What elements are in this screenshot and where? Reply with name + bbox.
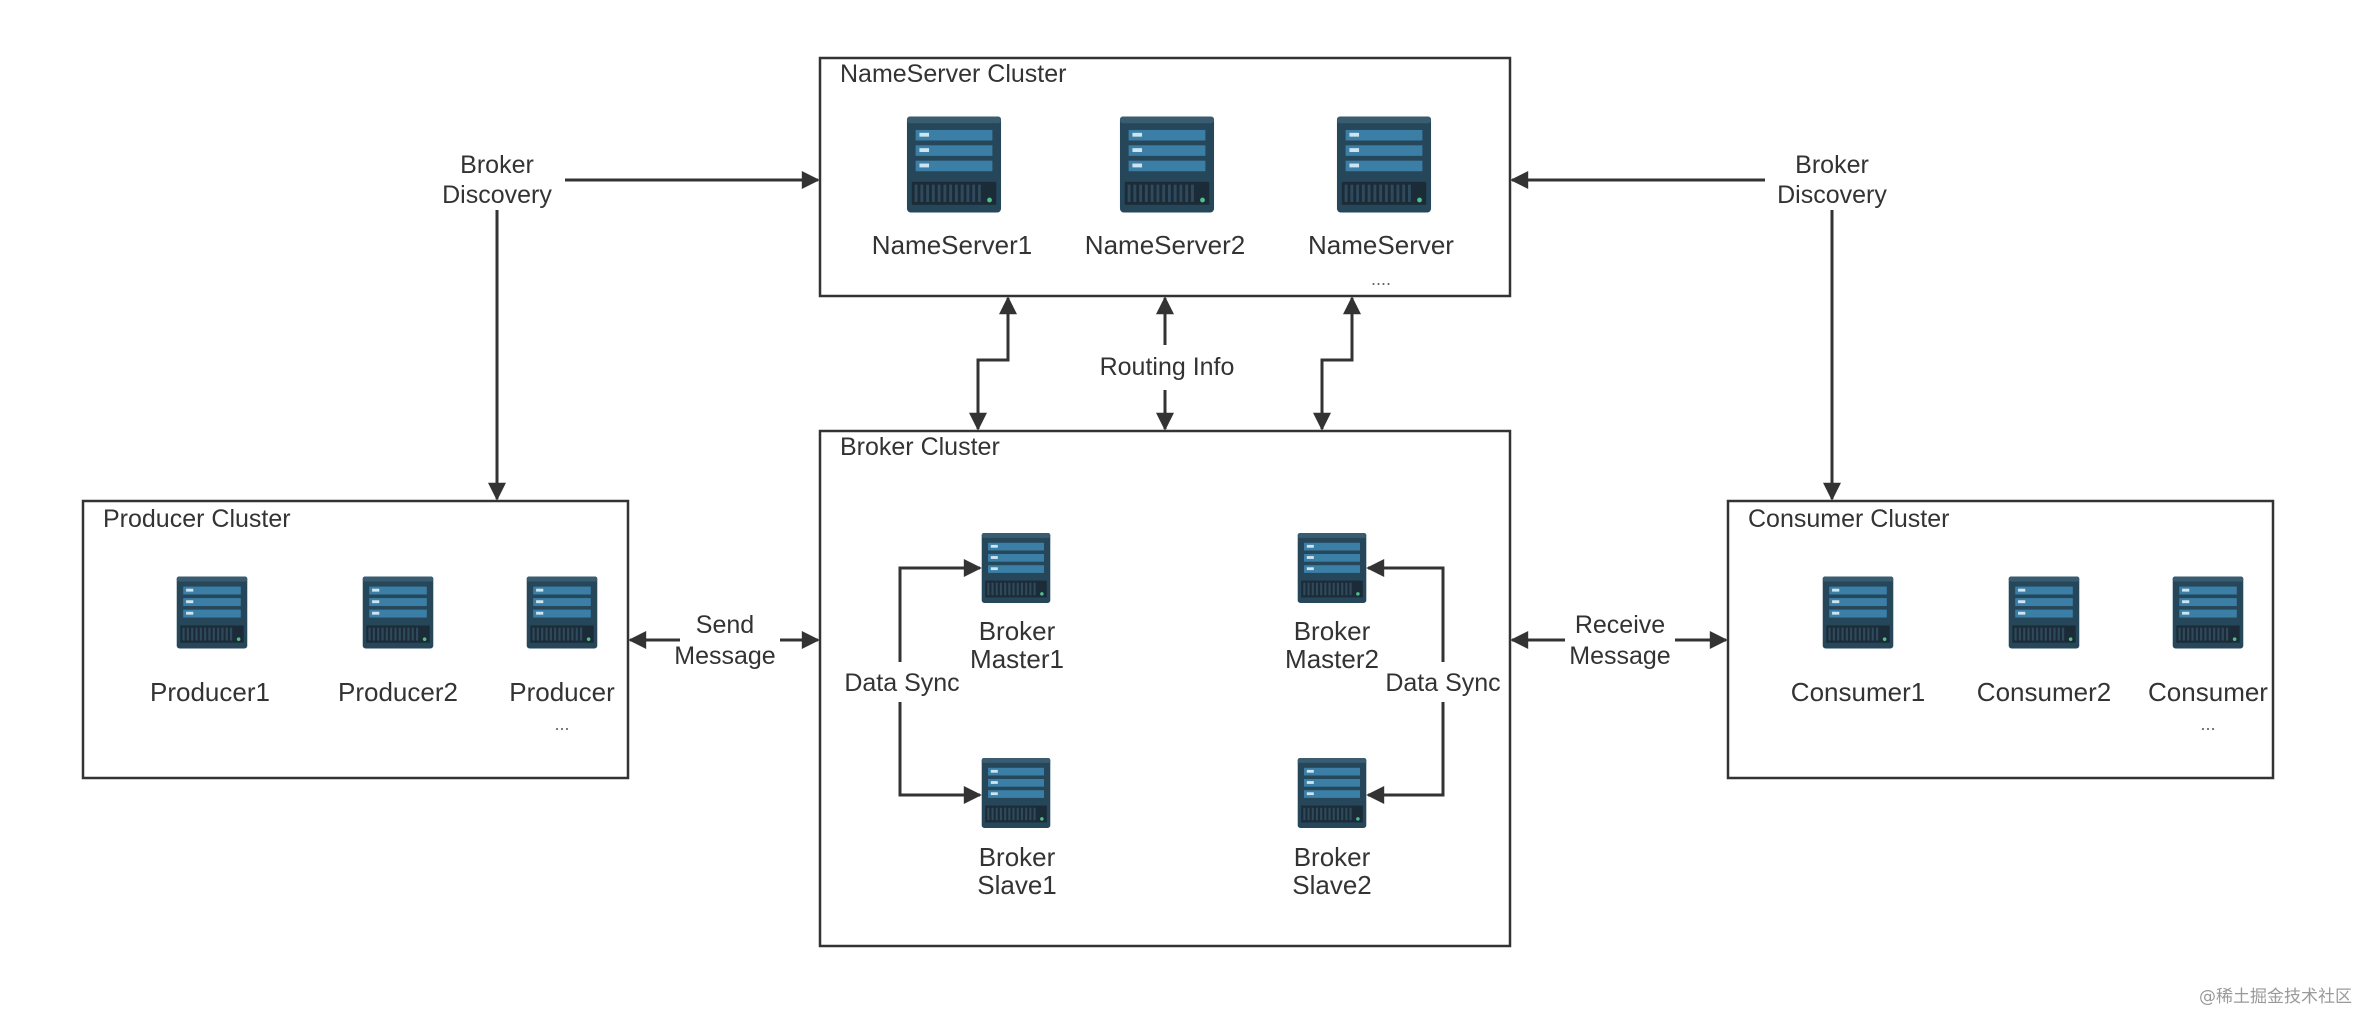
- broker-discovery-right-label-line1: Broker: [1795, 151, 1869, 179]
- server-icon: [2172, 576, 2244, 649]
- nameserver3-ellipsis: ....: [1371, 269, 1391, 289]
- producer2-label: Producer2: [338, 677, 458, 707]
- consumer2-node: Consumer2: [1977, 576, 2111, 707]
- routing-info-right-arrow: [1313, 296, 1361, 431]
- broker-slave1-label-line1: Broker: [979, 842, 1056, 872]
- consumer3-node: Consumer ...: [2148, 576, 2268, 734]
- broker-discovery-left-label-line1: Broker: [460, 151, 534, 179]
- broker-master1-node: Broker Master1: [970, 533, 1064, 674]
- data-sync-left-arrow-top: [898, 559, 982, 662]
- consumer1-label: Consumer1: [1791, 677, 1925, 707]
- broker-slave2-label-line2: Slave2: [1292, 870, 1372, 900]
- server-icon: [176, 576, 248, 649]
- nameserver-cluster-title: NameServer Cluster: [840, 60, 1066, 88]
- broker-slave1-node: Broker Slave1: [977, 758, 1057, 900]
- broker-master1-label-line1: Broker: [979, 616, 1056, 646]
- data-sync-left-label: Data Sync: [844, 669, 959, 697]
- producer2-node: Producer2: [338, 576, 458, 707]
- data-sync-right-arrow-top: [1366, 559, 1445, 662]
- consumer2-label: Consumer2: [1977, 677, 2111, 707]
- data-sync-left-arrow-bottom: [898, 702, 982, 804]
- producer-cluster-box: [81, 499, 630, 780]
- server-icon: [526, 576, 598, 649]
- producer3-ellipsis: ...: [554, 714, 569, 734]
- server-icon: [1297, 533, 1367, 603]
- nameserver-cluster-box: [818, 56, 1512, 298]
- receive-message-label-line1: Receive: [1575, 611, 1665, 639]
- nameserver3-node: NameServer ....: [1308, 116, 1454, 289]
- producer3-node: Producer ...: [509, 576, 615, 734]
- broker-discovery-right-label-line2: Discovery: [1777, 181, 1887, 209]
- server-icon: [1336, 116, 1432, 213]
- producer-cluster-title: Producer Cluster: [103, 505, 291, 533]
- broker-slave1-label-line2: Slave1: [977, 870, 1057, 900]
- nameserver1-node: NameServer1: [872, 116, 1032, 260]
- nameserver1-label: NameServer1: [872, 230, 1032, 260]
- consumer3-label: Consumer: [2148, 677, 2268, 707]
- consumer3-ellipsis: ...: [2200, 714, 2215, 734]
- broker-discovery-left-label-line2: Discovery: [442, 181, 552, 209]
- broker-slave2-node: Broker Slave2: [1292, 758, 1372, 900]
- broker-master2-label-line1: Broker: [1294, 616, 1371, 646]
- nameserver2-node: NameServer2: [1085, 116, 1245, 260]
- data-sync-right-arrow-bottom: [1366, 702, 1445, 804]
- server-icon: [981, 758, 1051, 828]
- send-message-label-line2: Message: [674, 642, 775, 670]
- server-icon: [1297, 758, 1367, 828]
- server-icon: [981, 533, 1051, 603]
- consumer-cluster-title: Consumer Cluster: [1748, 505, 1949, 533]
- broker-slave2-label-line1: Broker: [1294, 842, 1371, 872]
- data-sync-right-label: Data Sync: [1385, 669, 1500, 697]
- consumer-cluster-box: [1726, 499, 2275, 780]
- send-message-label-line1: Send: [696, 611, 754, 639]
- watermark-text: @稀土掘金技术社区: [2199, 987, 2352, 1007]
- nameserver2-label: NameServer2: [1085, 230, 1245, 260]
- server-icon: [1119, 116, 1215, 213]
- broker-master1-label-line2: Master1: [970, 644, 1064, 674]
- broker-master2-node: Broker Master2: [1285, 533, 1379, 674]
- server-icon: [1822, 576, 1894, 649]
- broker-master2-label-line2: Master2: [1285, 644, 1379, 674]
- nameserver3-label: NameServer: [1308, 230, 1454, 260]
- producer1-label: Producer1: [150, 677, 270, 707]
- routing-info-label: Routing Info: [1100, 353, 1235, 381]
- producer1-node: Producer1: [150, 576, 270, 707]
- server-icon: [2008, 576, 2080, 649]
- routing-info-left-arrow: [969, 296, 1017, 431]
- receive-message-label-line2: Message: [1569, 642, 1670, 670]
- broker-cluster-title: Broker Cluster: [840, 433, 1000, 461]
- server-icon: [362, 576, 434, 649]
- producer3-label: Producer: [509, 677, 615, 707]
- server-icon: [906, 116, 1002, 213]
- consumer1-node: Consumer1: [1791, 576, 1925, 707]
- broker-cluster-box: [818, 429, 1512, 948]
